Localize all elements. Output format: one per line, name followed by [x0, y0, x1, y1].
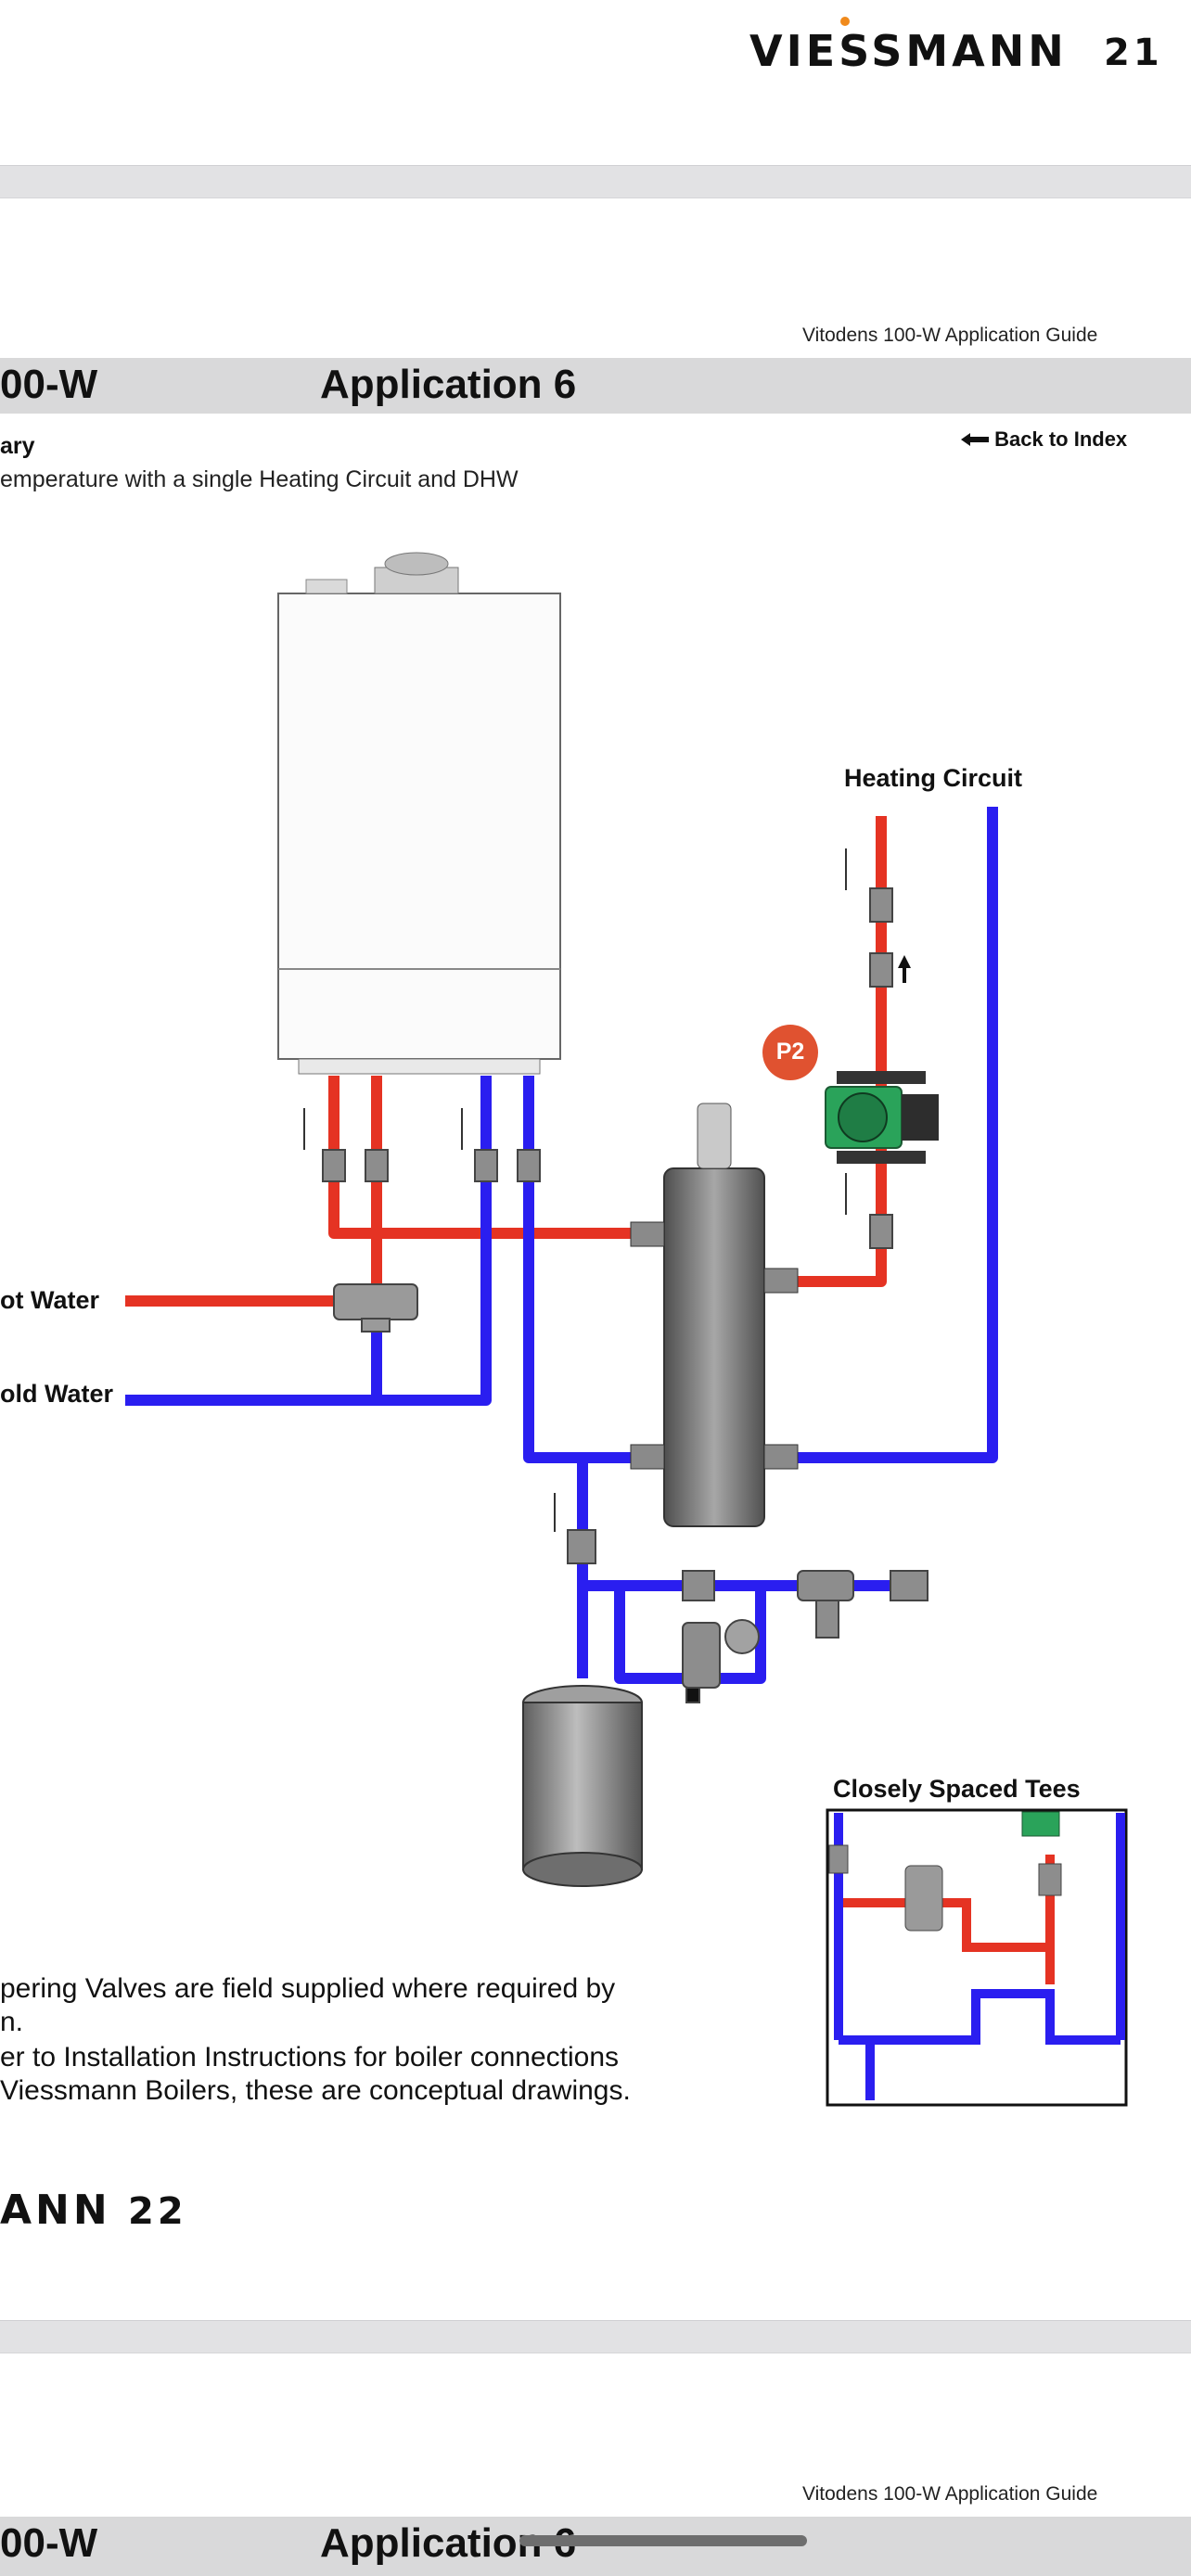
- header-model: 00-W: [0, 362, 98, 407]
- home-indicator[interactable]: [519, 2535, 807, 2546]
- flow-arrow-icon: [898, 955, 911, 983]
- boiler: [277, 552, 561, 1075]
- header-band-lower: 00-W Application 6: [0, 2517, 1191, 2576]
- heating-circuit-label: Heating Circuit: [844, 764, 1023, 792]
- hydraulic-separator: [630, 1103, 799, 1527]
- guide-title: Vitodens 100-W Application Guide: [802, 325, 1098, 346]
- circulator-pump-p2: [825, 1071, 939, 1164]
- back-arrow-icon: [961, 428, 989, 453]
- mixing-valve: [333, 1283, 418, 1333]
- cold-water-label: old Water: [0, 1380, 114, 1408]
- heating-circuit-valves: [845, 848, 893, 1249]
- pump-label: P2: [775, 1039, 805, 1065]
- note-line-3: er to Installation Instructions for boil…: [0, 2042, 620, 2072]
- expansion-tank: [522, 1685, 643, 1887]
- pump-badge: [762, 1025, 818, 1080]
- note-line-4: Viessmann Boilers, these are conceptual …: [0, 2075, 631, 2106]
- page-number-bottom: 22: [128, 2190, 187, 2233]
- closely-spaced-tees-label: Closely Spaced Tees: [833, 1775, 1081, 1803]
- guide-title-lower: Vitodens 100-W Application Guide: [802, 2483, 1098, 2505]
- page-separator: [0, 165, 1191, 198]
- fill-valves: [554, 1493, 928, 1703]
- piping-diagram: [125, 552, 1128, 2107]
- closely-spaced-tees-inset: [826, 1808, 1128, 2107]
- page-number-top: 21: [1104, 32, 1163, 74]
- hot-water-label: ot Water: [0, 1286, 99, 1314]
- page-separator-lower: [0, 2320, 1191, 2353]
- back-to-index-label: Back to Index: [994, 427, 1128, 451]
- note-line-1: pering Valves are field supplied where r…: [0, 1973, 616, 2004]
- viessmann-logo-fragment: ANN: [0, 2187, 111, 2234]
- back-to-index-link[interactable]: Back to Index: [961, 427, 1127, 453]
- header-band: 00-W Application 6: [0, 358, 1191, 414]
- viessmann-logo: VIESSMANN: [749, 26, 1068, 76]
- header-title: Application 6: [320, 362, 577, 407]
- note-line-2: n.: [0, 2007, 24, 2037]
- application-subtitle: ary: [0, 433, 35, 459]
- logo-brand: VIESSMANN: [749, 26, 1068, 76]
- header-model-lower: 00-W: [0, 2520, 98, 2566]
- boiler-valves: [303, 1108, 541, 1182]
- logo-accent-icon: [840, 17, 850, 26]
- application-description: emperature with a single Heating Circuit…: [0, 466, 519, 492]
